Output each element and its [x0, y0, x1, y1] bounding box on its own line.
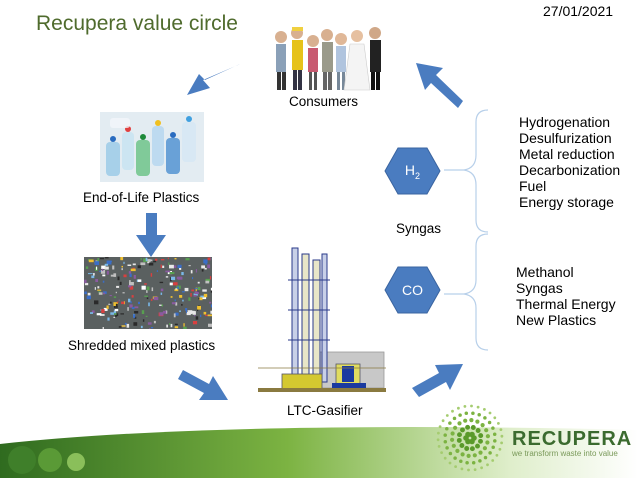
consumers-label: Consumers	[289, 94, 359, 109]
eol-plastics-label: End-of-Life Plastics	[83, 190, 200, 205]
slide-title: Recupera value circle	[36, 12, 238, 35]
slide-date: 27/01/2021	[543, 3, 614, 19]
list-item: Thermal Energy	[516, 296, 616, 312]
list-item: Desulfurization	[519, 130, 612, 146]
co-hexagon: CO	[384, 266, 441, 314]
syngas-label: Syngas	[396, 221, 442, 236]
list-item: Syngas	[516, 280, 563, 296]
gasifier-label: LTC-Gasifier	[287, 403, 363, 418]
list-item: Decarbonization	[519, 162, 621, 178]
consumers-image	[268, 22, 386, 92]
h2-label: H2	[404, 161, 421, 181]
arrow-gasifier-to-products	[412, 364, 463, 397]
decor-circle	[67, 453, 85, 471]
h2-uses-list: Hydrogenation Desulfurization Metal redu…	[519, 114, 620, 210]
recupera-logo-mark	[436, 404, 504, 472]
arrow-consumers-to-eol	[187, 64, 240, 95]
list-item: Methanol	[516, 264, 574, 280]
use-braces	[444, 109, 489, 351]
list-item: Hydrogenation	[519, 114, 611, 130]
list-item: Energy storage	[519, 194, 614, 210]
h2-brace	[463, 109, 489, 233]
shredded-plastics-image	[84, 257, 212, 329]
decor-circle	[38, 448, 62, 472]
arrow-shredded-to-gasifier	[178, 370, 228, 400]
decor-circle	[8, 446, 36, 474]
arrow-eol-to-shredded	[136, 213, 166, 257]
co-uses-list: Methanol Syngas Thermal Energy New Plast…	[516, 264, 616, 328]
list-item: Metal reduction	[519, 146, 615, 162]
plastic-bottles-image	[100, 112, 204, 182]
co-brace	[463, 233, 489, 351]
co-label: CO	[402, 282, 423, 298]
brand-tagline: we transform waste into value	[512, 449, 618, 458]
list-item: New Plastics	[516, 312, 597, 328]
h2-hexagon: H2	[384, 147, 441, 195]
shredded-plastics-label: Shredded mixed plastics	[68, 338, 216, 353]
gasifier-image	[258, 240, 386, 396]
list-item: Fuel	[519, 178, 547, 194]
arrow-gasifier-to-consumers	[416, 63, 463, 108]
brand-name: RECUPERA	[512, 428, 633, 450]
footer-band	[0, 427, 638, 478]
